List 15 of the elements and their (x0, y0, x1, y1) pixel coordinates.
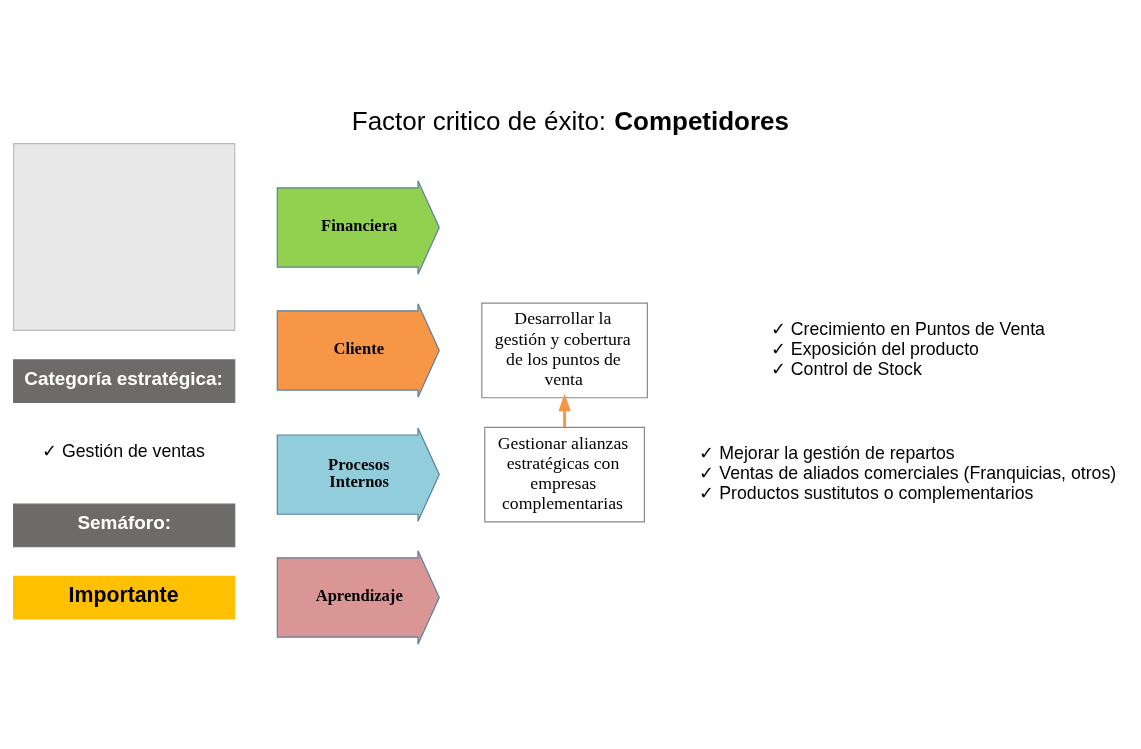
node-box: Gestionar alianzas estratégicas con empresas complementarias (484, 426, 645, 522)
node-box: Semáforo: (13, 503, 236, 547)
node-box: Desarrollar la gestión y cobertura de los puntos de venta (481, 302, 648, 398)
node-box: Importante (13, 575, 236, 619)
node-label: ✓ Gestión de ventas (42, 440, 205, 461)
arrow (558, 393, 571, 427)
node-box: Categoría estratégica: (13, 358, 236, 403)
node-label: ✓ Productos sustitutos o complementarios (699, 482, 1034, 503)
node-label: ✓ Ventas de aliados comerciales (Franquicias, otros) (699, 462, 1117, 483)
node-label: ✓ Crecimiento en Puntos de Venta (770, 318, 1045, 339)
node-label: ✓ Control de Stock (770, 358, 922, 379)
node-label: ✓ Mejorar la gestión de repartos (699, 442, 955, 463)
node-label: ✓ Exposición del producto (770, 338, 979, 359)
node-box (13, 142, 236, 331)
diagram-title: Factor critico de éxito: Competidores (351, 105, 790, 136)
